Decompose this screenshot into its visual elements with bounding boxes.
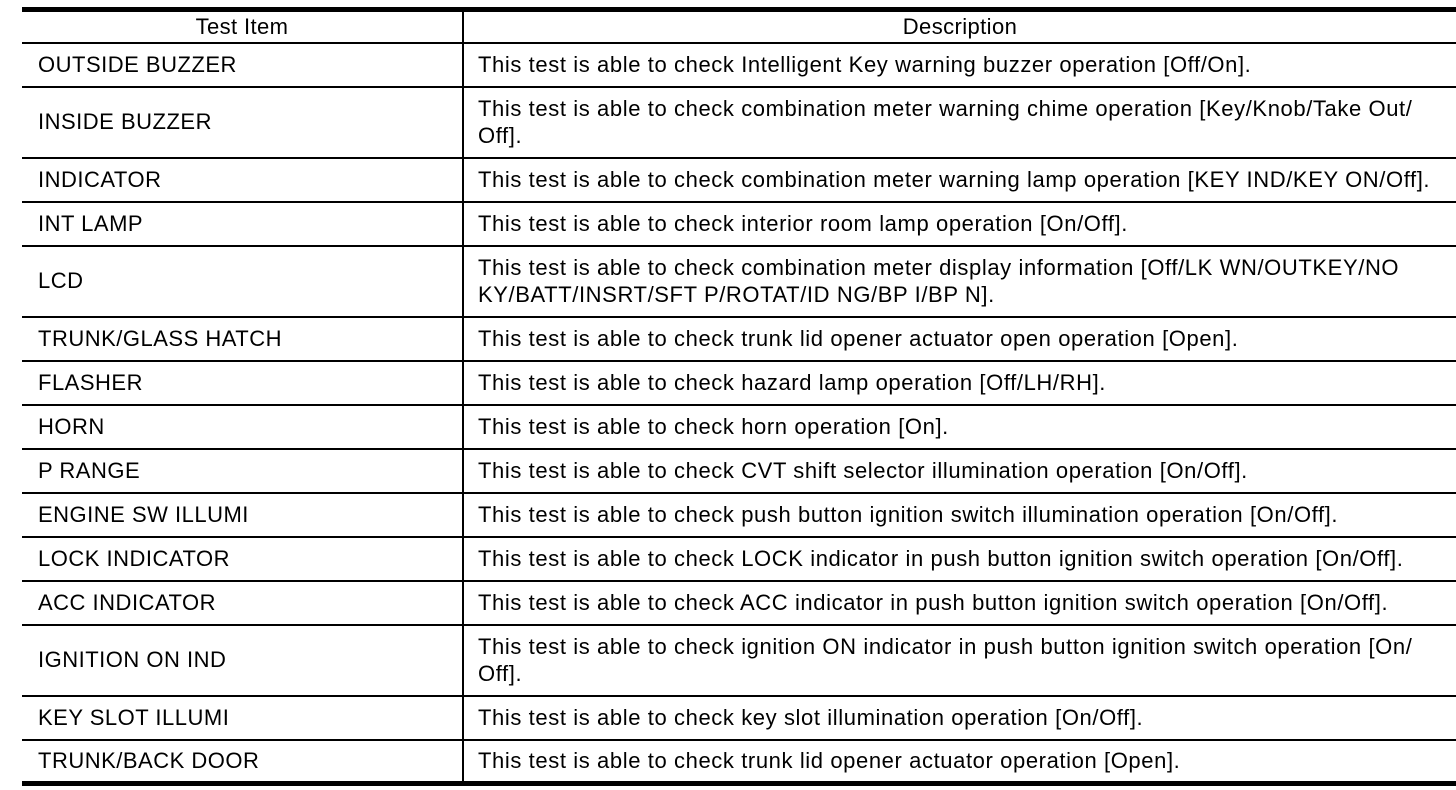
description-cell: This test is able to check hazard lamp o…: [462, 359, 1456, 405]
test-item-cell: INSIDE BUZZER: [22, 85, 463, 158]
test-item-cell: P RANGE: [22, 447, 463, 493]
description-cell: This test is able to check CVT shift sel…: [462, 447, 1456, 493]
description-cell: This test is able to check combination m…: [462, 244, 1456, 317]
table-row: IGNITION ON IND This test is able to che…: [22, 623, 1456, 696]
description-cell: This test is able to check push button i…: [462, 491, 1456, 537]
test-item-cell: KEY SLOT ILLUMI: [22, 694, 463, 740]
description-cell: This test is able to check trunk lid ope…: [462, 738, 1456, 784]
description-cell: This test is able to check ACC indicator…: [462, 579, 1456, 625]
test-item-cell: INDICATOR: [22, 156, 463, 202]
table-header-row: Test Item Description: [22, 9, 1456, 43]
description-cell: This test is able to check trunk lid ope…: [462, 315, 1456, 361]
table-row: P RANGE This test is able to check CVT s…: [22, 447, 1456, 493]
table-row: INDICATOR This test is able to check com…: [22, 156, 1456, 202]
description-cell: This test is able to check interior room…: [462, 200, 1456, 246]
table-row: INT LAMP This test is able to check inte…: [22, 200, 1456, 246]
table-row: ACC INDICATOR This test is able to check…: [22, 579, 1456, 625]
table-row: LCD This test is able to check combinati…: [22, 244, 1456, 317]
description-cell: This test is able to check key slot illu…: [462, 694, 1456, 740]
test-item-cell: FLASHER: [22, 359, 463, 405]
test-item-cell: LCD: [22, 244, 463, 317]
description-cell: This test is able to check combination m…: [462, 156, 1456, 202]
test-item-cell: ENGINE SW ILLUMI: [22, 491, 463, 537]
description-cell: This test is able to check combination m…: [462, 85, 1456, 158]
header-test-item: Test Item: [195, 13, 289, 39]
table-row: INSIDE BUZZER This test is able to check…: [22, 85, 1456, 158]
description-cell: This test is able to check Intelligent K…: [462, 41, 1456, 87]
table-row: TRUNK/BACK DOOR This test is able to che…: [22, 738, 1456, 784]
table-row: OUTSIDE BUZZER This test is able to chec…: [22, 41, 1456, 87]
table-row: TRUNK/GLASS HATCH This test is able to c…: [22, 315, 1456, 361]
header-description: Description: [462, 9, 1456, 43]
table-row: HORN This test is able to check horn ope…: [22, 403, 1456, 449]
test-item-cell: LOCK INDICATOR: [22, 535, 463, 581]
table-row: FLASHER This test is able to check hazar…: [22, 359, 1456, 405]
test-item-cell: ACC INDICATOR: [22, 579, 463, 625]
table-row: KEY SLOT ILLUMI This test is able to che…: [22, 694, 1456, 740]
active-test-table: Test Item Description OUTSIDE BUZZER Thi…: [22, 7, 1456, 786]
test-item-cell: INT LAMP: [22, 200, 463, 246]
test-item-cell: TRUNK/GLASS HATCH: [22, 315, 463, 361]
test-item-cell: TRUNK/BACK DOOR: [22, 738, 463, 784]
table-row: ENGINE SW ILLUMI This test is able to ch…: [22, 491, 1456, 537]
description-cell: This test is able to check ignition ON i…: [462, 623, 1456, 696]
test-item-cell: OUTSIDE BUZZER: [22, 41, 463, 87]
test-item-cell: IGNITION ON IND: [22, 623, 463, 696]
table-row: LOCK INDICATOR This test is able to chec…: [22, 535, 1456, 581]
description-cell: This test is able to check horn operatio…: [462, 403, 1456, 449]
description-cell: This test is able to check LOCK indicato…: [462, 535, 1456, 581]
test-item-cell: HORN: [22, 403, 463, 449]
